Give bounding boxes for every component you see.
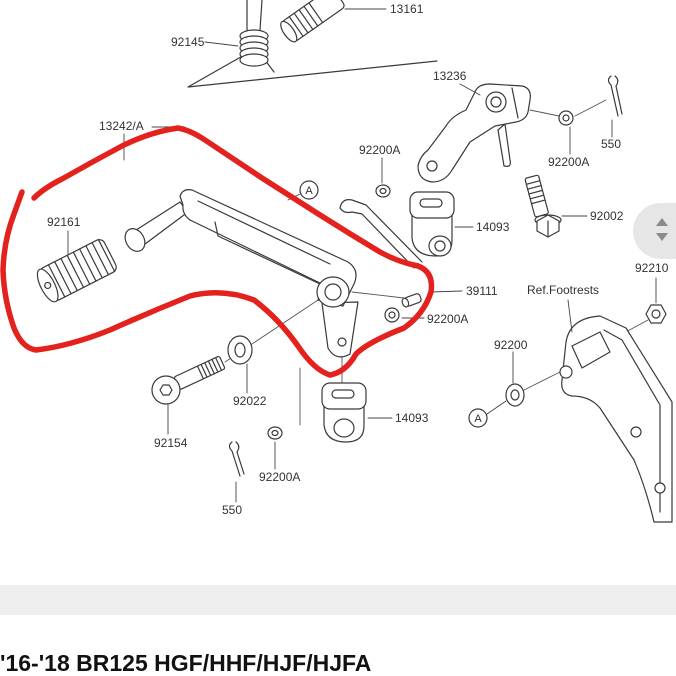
washer-92200a-lower [267, 426, 283, 440]
label-ref-footrests: Ref.Footrests [527, 283, 599, 297]
red-highlight-outline [0, 125, 435, 378]
link-arm-13236 [417, 83, 531, 183]
label-39111: 39111 [466, 284, 498, 298]
shift-lever-13242a [124, 189, 359, 358]
bolt-92154 [151, 356, 226, 405]
label-92200a-lower: 92200A [259, 470, 300, 484]
ball-joint-14093-upper [409, 191, 455, 257]
washer-92200 [505, 383, 525, 407]
reference-frame-lines [187, 53, 438, 88]
cotter-pin-550-upper [607, 75, 623, 117]
footrest-bracket [559, 315, 673, 523]
label-14093-lower: 14093 [395, 411, 429, 425]
washer-92200a-middle [384, 307, 400, 323]
callout-a-lower [468, 408, 488, 428]
ball-joint-14093-lower [321, 382, 367, 443]
part-labels: 13161 92145 13236 13242/A 550 92200A 922… [47, 2, 669, 517]
label-92161: 92161 [47, 215, 81, 229]
label-92145: 92145 [171, 35, 205, 49]
label-92154: 92154 [154, 436, 188, 450]
parts-diagram: 13161 92145 13236 13242/A 550 92200A 922… [0, 0, 673, 523]
label-13242a: 13242/A [99, 119, 144, 133]
label-13236: 13236 [433, 69, 467, 83]
divider-band [0, 585, 676, 615]
scroll-up-icon[interactable] [656, 218, 668, 226]
pin-39111 [401, 293, 422, 308]
washer-92200a-upper-right [558, 110, 574, 126]
rubber-grip-92161 [36, 238, 117, 303]
nut-92210 [645, 304, 667, 324]
label-92200a-middle: 92200A [427, 312, 468, 326]
callout-a-upper [299, 180, 319, 200]
page-title: '16-'18 BR125 HGF/HHF/HJF/HJFA [0, 650, 372, 676]
label-92200a-upper-right: 92200A [548, 155, 589, 169]
label-550-lower: 550 [222, 503, 242, 517]
cotter-pin-550-lower [228, 441, 245, 477]
scroll-down-icon[interactable] [656, 233, 668, 241]
bolt-92002 [524, 174, 562, 238]
label-92200: 92200 [494, 338, 528, 352]
washer-92200a-upper [375, 184, 391, 198]
label-92200a-upper: 92200A [359, 143, 400, 157]
callout-a-upper-text: A [305, 185, 313, 197]
label-92002: 92002 [590, 209, 624, 223]
label-92210: 92210 [635, 261, 669, 275]
leader-lines [67, 8, 657, 503]
washer-92022 [227, 335, 253, 365]
label-13161: 13161 [390, 2, 424, 16]
linkage-rod [339, 199, 423, 269]
scroll-control[interactable] [633, 203, 676, 259]
callout-a-lower-text: A [474, 413, 482, 425]
label-550-upper: 550 [601, 137, 621, 151]
label-92022: 92022 [233, 394, 267, 408]
spring-92145 [239, 0, 275, 73]
shaft-13161 [280, 0, 345, 43]
label-14093-upper: 14093 [476, 220, 510, 234]
